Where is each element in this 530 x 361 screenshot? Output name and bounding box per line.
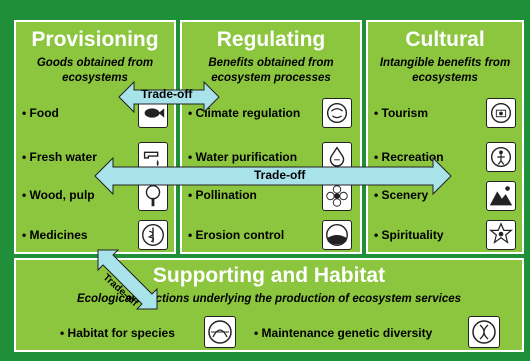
regulating-title: Regulating <box>216 28 326 51</box>
tradeoff-arrow-top <box>118 80 220 114</box>
cultural-title: Cultural <box>405 28 485 51</box>
tree-icon <box>138 181 168 211</box>
regulating-item-water-purification: • Water purification <box>188 150 298 164</box>
provisioning-item-food: • Food <box>22 106 59 120</box>
cultural-box: Cultural Intangible benefits from ecosys… <box>366 20 524 254</box>
provisioning-item-fresh-water: • Fresh water <box>22 150 97 164</box>
flower-icon <box>322 181 352 211</box>
tradeoff-arrow-diagonal <box>97 249 158 310</box>
cultural-item-recreation: • Recreation <box>374 150 444 164</box>
regulating-subtitle: Benefits obtained from ecosystem process… <box>208 57 334 84</box>
cultural-subtitle: Intangible benefits from ecosystems <box>379 57 511 84</box>
supporting-title: Supporting and Habitat <box>152 264 386 287</box>
supporting-box: Supporting and Habitat Ecological functi… <box>14 258 524 352</box>
provisioning-title: Provisioning <box>31 28 159 51</box>
regulating-box: Regulating Benefits obtained from ecosys… <box>180 20 362 254</box>
supporting-subtitle: Ecological functions underlying the prod… <box>76 293 462 305</box>
recreation-icon <box>486 142 516 172</box>
spirituality-icon <box>486 220 516 250</box>
provisioning-item-medicines: • Medicines <box>22 228 88 242</box>
climate-icon <box>322 98 352 128</box>
provisioning-subtitle: Goods obtained from ecosystems <box>36 57 154 84</box>
tourism-icon <box>486 98 516 128</box>
cultural-item-tourism: • Tourism <box>374 106 428 120</box>
genetic-diversity-icon <box>468 316 500 348</box>
tradeoff-label-middle: Trade-off <box>254 168 306 182</box>
cultural-item-spirituality: • Spirituality <box>374 228 444 242</box>
provisioning-item-wood-pulp: • Wood, pulp <box>22 188 95 202</box>
habitat-icon <box>204 316 236 348</box>
medicine-icon <box>138 220 168 250</box>
supporting-item-genetic-diversity: • Maintenance genetic diversity <box>254 326 433 340</box>
erosion-icon <box>322 220 352 250</box>
regulating-item-erosion: • Erosion control <box>188 228 285 242</box>
tradeoff-arrow-middle <box>94 156 452 196</box>
regulating-item-climate: • Climate regulation <box>188 106 301 120</box>
mountain-icon <box>486 181 516 211</box>
regulating-item-pollination: • Pollination <box>188 188 257 202</box>
cultural-item-scenery: • Scenery <box>374 188 429 202</box>
provisioning-box: Provisioning Goods obtained from ecosyst… <box>14 20 176 254</box>
supporting-item-habitat: • Habitat for species <box>60 326 175 340</box>
tradeoff-label-top: Trade-off <box>141 87 193 101</box>
